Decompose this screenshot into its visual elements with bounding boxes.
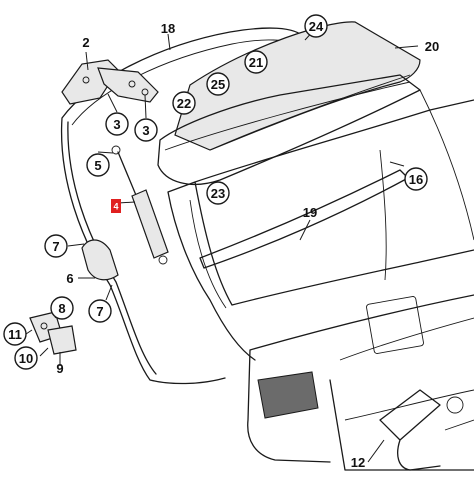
callout-p9: 9 (56, 361, 63, 376)
tailgate-lower-panel (247, 294, 474, 471)
callout-number: 7 (96, 304, 103, 319)
callout-p6: 6 (66, 271, 73, 286)
callout-number: 20 (425, 39, 439, 54)
callout-number: 12 (351, 455, 365, 470)
callout-p21: 21 (244, 50, 268, 74)
callout-p16: 16 (404, 167, 428, 191)
callout-number: 9 (56, 361, 63, 376)
callout-p5: 5 (86, 153, 110, 177)
callout-p25: 25 (206, 72, 230, 96)
callout-circle (206, 72, 230, 96)
callout-circle (44, 234, 68, 258)
callout-number: 21 (249, 55, 263, 70)
callout-number: 19 (303, 205, 317, 220)
callout-circle (304, 14, 328, 38)
callout-highlight-box (111, 199, 121, 213)
callout-number: 6 (66, 271, 73, 286)
callout-p2: 2 (82, 35, 89, 50)
callout-p18: 18 (161, 21, 175, 36)
callout-number: 16 (409, 172, 423, 187)
callout-number: 23 (211, 186, 225, 201)
callout-number: 4 (113, 202, 118, 212)
callout-circle (244, 50, 268, 74)
callout-p22: 22 (172, 91, 196, 115)
callout-number: 18 (161, 21, 175, 36)
callout-p4: 4 (111, 199, 121, 213)
callout-p24: 24 (304, 14, 328, 38)
callout-p12: 12 (351, 455, 365, 470)
callout-number: 3 (113, 117, 120, 132)
callout-number: 24 (309, 19, 324, 34)
callout-p10: 10 (14, 346, 38, 370)
rear-spoiler (174, 21, 421, 151)
callout-circle (134, 118, 158, 142)
callout-circle (172, 91, 196, 115)
lock-assembly (29, 311, 77, 355)
striker-bracket (81, 239, 119, 281)
callout-p8: 8 (50, 296, 74, 320)
callout-number: 3 (142, 123, 149, 138)
callout-p7b: 7 (88, 299, 112, 323)
callout-circle (14, 346, 38, 370)
callout-number: 7 (52, 239, 59, 254)
callout-p20: 20 (425, 39, 439, 54)
callout-circle (50, 296, 74, 320)
callout-p19: 19 (303, 205, 317, 220)
gas-strut (111, 145, 169, 265)
callout-circle (404, 167, 428, 191)
callout-circle (86, 153, 110, 177)
callout-number: 2 (82, 35, 89, 50)
callout-p11: 11 (3, 322, 27, 346)
callout-circle (3, 322, 27, 346)
tailgate-body (167, 99, 474, 361)
callout-number: 22 (177, 96, 191, 111)
callout-p7a: 7 (44, 234, 68, 258)
callout-circle (206, 181, 230, 205)
callout-labels: 2 18 24 20 21 25 22 3 3 5 23 16 4 19 7 6 7 8 11 10 9 12 (3, 14, 439, 470)
callout-p3b: 3 (134, 118, 158, 142)
callout-circle (105, 112, 129, 136)
callout-number: 10 (19, 351, 33, 366)
callout-number: 8 (58, 301, 65, 316)
callout-circle (88, 299, 112, 323)
handle-recess (257, 371, 319, 419)
plate-recess (366, 296, 424, 354)
callout-p3a: 3 (105, 112, 129, 136)
hinge-assembly (61, 59, 159, 105)
cable-assembly (379, 389, 441, 471)
side-trim (379, 89, 474, 281)
callout-number: 5 (94, 158, 101, 173)
callout-p23: 23 (206, 181, 230, 205)
callout-number: 11 (8, 327, 22, 342)
callout-number: 25 (211, 77, 225, 92)
